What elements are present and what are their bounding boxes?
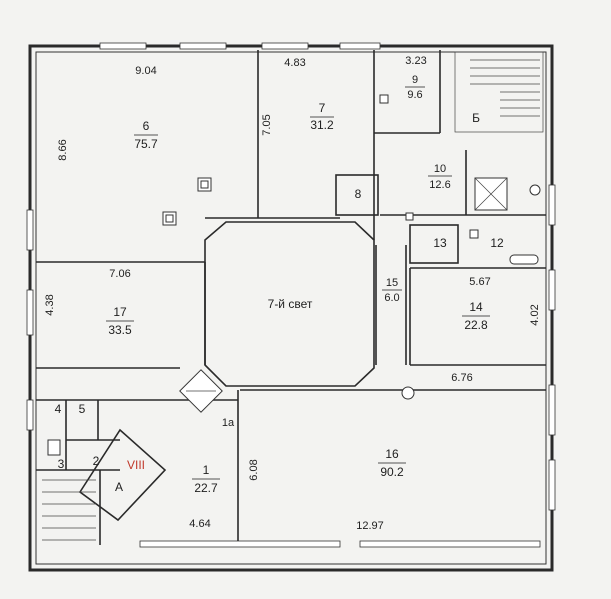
room-16-width: 6.76 xyxy=(451,372,472,384)
stair-b-label: Б xyxy=(472,111,480,125)
room-9-number: 9 xyxy=(412,74,418,86)
room-5-number: 5 xyxy=(79,402,86,416)
room-7: 4.83 7.05 7 31.2 xyxy=(261,57,334,136)
room-7-area: 31.2 xyxy=(310,118,334,132)
room-2-number: 2 xyxy=(93,454,100,468)
room-10-number: 10 xyxy=(434,163,446,175)
room-14-number: 14 xyxy=(469,300,483,314)
room-12-number: 12 xyxy=(490,236,504,250)
room-17: 7.06 4.38 17 33.5 xyxy=(44,268,134,337)
stairs xyxy=(42,51,544,541)
room-9: 3.23 9 9.6 xyxy=(405,55,427,101)
room-9-width: 3.23 xyxy=(405,55,426,67)
fixtures xyxy=(47,94,541,456)
room-15-number: 15 xyxy=(386,277,398,289)
room-3-number: 3 xyxy=(58,457,65,471)
room-7-length: 7.05 xyxy=(261,114,273,135)
room-6-area: 75.7 xyxy=(134,137,158,151)
room-6-number: 6 xyxy=(143,119,150,133)
room-13-number: 13 xyxy=(433,236,447,250)
room-1-area: 22.7 xyxy=(194,481,218,495)
room-15: 15 6.0 xyxy=(382,277,402,304)
room-1: 4.64 6.08 1 22.7 xyxy=(189,459,260,530)
light-well-label: 7-й свет xyxy=(268,297,313,311)
room-10: 10 12.6 xyxy=(428,163,452,191)
room-1-number: 1 xyxy=(203,463,210,477)
room-6-length: 8.66 xyxy=(57,139,69,160)
room-9-area: 9.6 xyxy=(407,89,422,101)
room-17-length: 4.38 xyxy=(44,294,56,315)
stair-a-label: А xyxy=(115,480,123,494)
interior-walls xyxy=(36,50,546,545)
room-1-width: 4.64 xyxy=(189,518,210,530)
room-16-length: 12.97 xyxy=(356,520,384,532)
room-17-number: 17 xyxy=(113,305,127,319)
room-8-number: 8 xyxy=(355,187,362,201)
room-7-width: 4.83 xyxy=(284,57,305,69)
room-16-number: 16 xyxy=(385,447,399,461)
room-4-number: 4 xyxy=(55,402,62,416)
room-16-area: 90.2 xyxy=(380,465,404,479)
room-14-width: 5.67 xyxy=(469,276,490,288)
room-16: 6.76 12.97 16 90.2 xyxy=(356,372,472,532)
room-6-width: 9.04 xyxy=(135,65,156,77)
room-14-area: 22.8 xyxy=(464,318,488,332)
room-15-area: 6.0 xyxy=(384,292,399,304)
room-14: 5.67 4.02 14 22.8 xyxy=(462,276,541,332)
room-17-area: 33.5 xyxy=(108,323,132,337)
room-10-area: 12.6 xyxy=(429,179,450,191)
room-1-length: 6.08 xyxy=(248,459,260,480)
room-1a-number: 1а xyxy=(222,417,235,429)
room-17-width: 7.06 xyxy=(109,268,130,280)
room-14-length: 4.02 xyxy=(529,304,541,325)
room-6: 9.04 8.66 6 75.7 xyxy=(57,65,158,161)
windows xyxy=(26,42,556,548)
room-7-number: 7 xyxy=(319,101,326,115)
section-label: VIII xyxy=(127,458,145,472)
